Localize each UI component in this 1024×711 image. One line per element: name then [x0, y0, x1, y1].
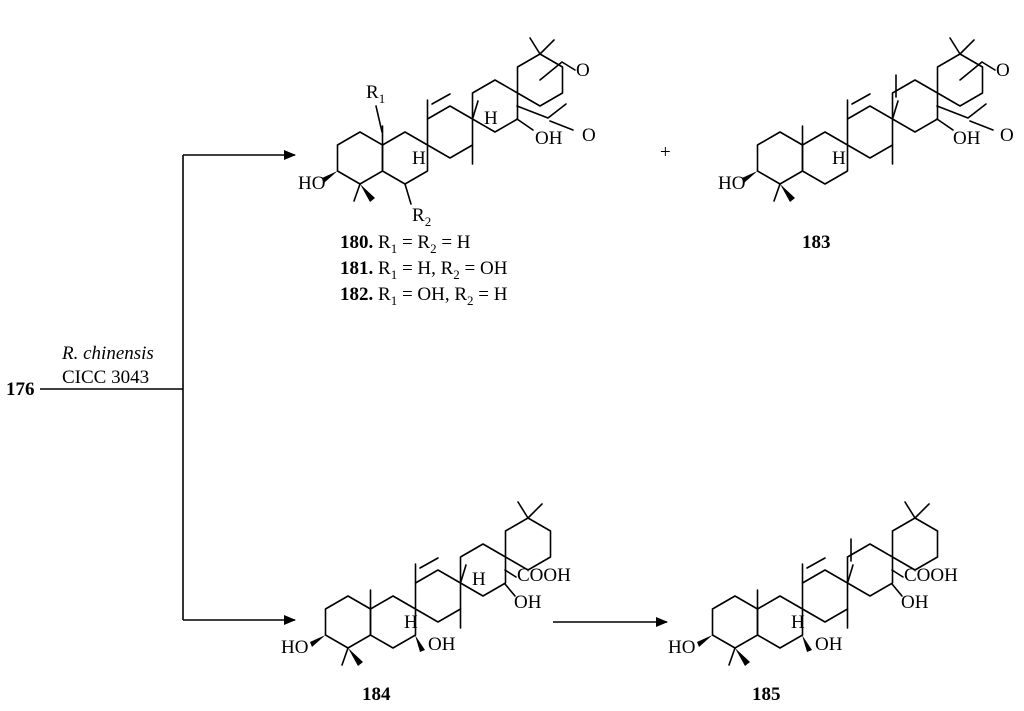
- cooh-label: COOH: [517, 565, 571, 586]
- start-compound-label: 176: [6, 379, 35, 400]
- h-label: H: [791, 612, 805, 633]
- h-label-9: H: [412, 148, 426, 169]
- compound-184-label: 184: [362, 684, 391, 705]
- compound-183-label: 183: [802, 232, 831, 253]
- reagent-organism: R. chinensis: [61, 343, 154, 364]
- structure-185: HO OH OH COOH H 185: [668, 501, 958, 705]
- cooh-label: COOH: [904, 565, 958, 586]
- r1-label: R1: [366, 82, 385, 106]
- entry-182: 182. R1 = OH, R2 = H: [340, 284, 508, 308]
- h-label-9: H: [404, 612, 418, 633]
- oh-label: OH: [953, 128, 981, 149]
- oh-label-7: OH: [815, 634, 843, 655]
- carbonyl-oxygen-label: O: [1000, 125, 1014, 146]
- entry-181: 181. R1 = H, R2 = OH: [340, 258, 508, 282]
- oh-label: OH: [535, 128, 563, 149]
- r2-label: R2: [412, 205, 431, 229]
- carbonyl-oxygen-label: O: [582, 125, 596, 146]
- ho-label: HO: [718, 173, 745, 194]
- oh-label-7: OH: [428, 634, 456, 655]
- h-label-18: H: [484, 108, 498, 129]
- reaction-arrows: [40, 150, 668, 627]
- h-label-18: H: [472, 569, 486, 590]
- ho-label: HO: [281, 637, 308, 658]
- reagent-strain: CICC 3043: [62, 367, 149, 388]
- h-label: H: [832, 148, 846, 169]
- oh-label-16: OH: [901, 592, 929, 613]
- ring-oxygen-label: O: [576, 60, 590, 81]
- plus-sign: +: [660, 142, 671, 163]
- compound-185-label: 185: [752, 684, 781, 705]
- structure-183: HO OH H O O 183: [718, 37, 1014, 253]
- compound-entries: 180. R1 = R2 = H 181. R1 = H, R2 = OH 18…: [340, 232, 508, 308]
- oh-label-16: OH: [514, 592, 542, 613]
- structure-180-182: R1 R2 HO OH H H O O: [298, 37, 596, 229]
- ring-oxygen-label: O: [996, 60, 1010, 81]
- ho-label: HO: [298, 173, 325, 194]
- entry-180: 180. R1 = R2 = H: [340, 232, 471, 256]
- ho-label: HO: [668, 637, 695, 658]
- structure-184: HO OH OH COOH H H 184: [281, 501, 571, 705]
